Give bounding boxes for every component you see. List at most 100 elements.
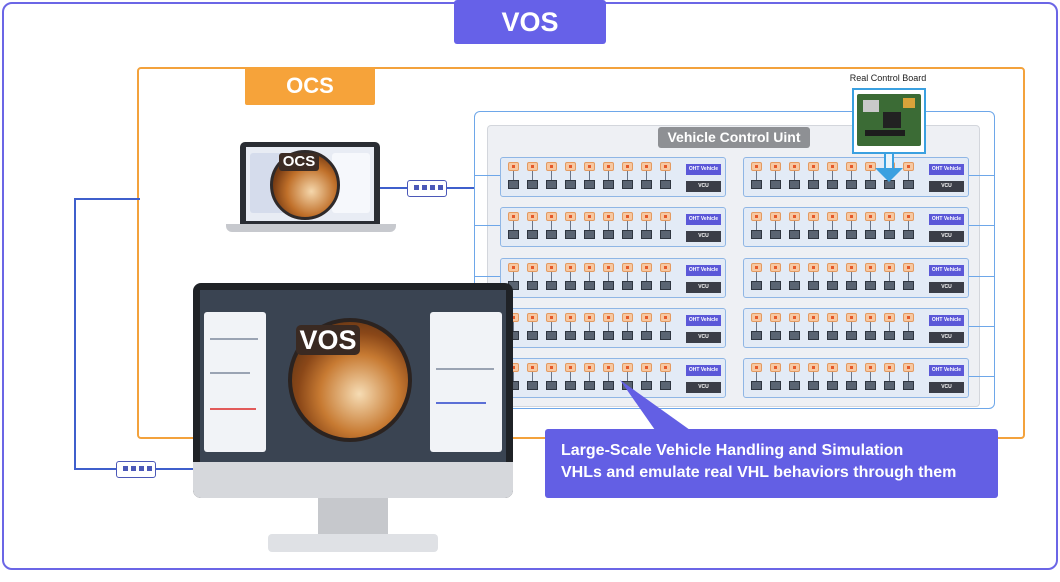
monitor-stand [318,498,388,534]
rack-oht-label: OHT Vehicle [929,365,964,376]
vhl-unit-icon [770,162,781,190]
vhl-unit-icon [751,363,762,391]
control-board-title: Real Control Board [849,73,927,83]
vhl-unit-icon [865,313,876,341]
wire-to-monitor [156,468,196,470]
rack-oht-label: OHT Vehicle [686,214,721,225]
vhl-unit-icon [827,162,838,190]
rack-connector [475,276,500,277]
vcu-title: Vehicle Control Uint [658,127,810,148]
vhl-unit-icon [508,212,519,240]
network-switch-icon [407,180,447,197]
vhl-unit-icon [641,263,652,291]
vhl-unit-icon [770,263,781,291]
rack-vcu-label: VCU [686,282,721,293]
vhl-unit-icon [789,363,800,391]
vhl-unit-icon [808,162,819,190]
vhl-unit-icon [546,263,557,291]
vhl-unit-icon [846,313,857,341]
wire-left-vertical [74,198,76,470]
vhl-unit-icon [603,313,614,341]
vhl-unit-icon [789,212,800,240]
vhl-unit-icon [527,263,538,291]
rack-connector [969,326,994,327]
vhl-unit-icon [546,162,557,190]
vhl-unit-icon [827,363,838,391]
vhl-unit-icon [751,263,762,291]
vhl-unit-icon [546,363,557,391]
vhl-unit-icon [789,162,800,190]
vhl-unit-icon [603,263,614,291]
vhl-unit-icon [622,212,633,240]
vhl-unit-icon [884,212,895,240]
rack-vcu-label: VCU [929,181,964,192]
vhl-unit-icon [751,212,762,240]
vhl-unit-icon [641,313,652,341]
vhl-unit-icon [546,313,557,341]
rack-vcu-label: VCU [686,231,721,242]
vhl-unit-icon [865,363,876,391]
vhl-unit-icon [546,212,557,240]
vhl-unit-icon [584,162,595,190]
vhl-unit-icon [770,313,781,341]
vhl-unit-icon [660,263,671,291]
vhl-unit-icon [827,263,838,291]
vhl-unit-icon [865,263,876,291]
vhl-unit-icon [808,263,819,291]
vhl-unit-icon [641,212,652,240]
rack-vcu-label: VCU [686,382,721,393]
control-board-arrow-head [875,168,903,182]
vhl-unit-icon [903,212,914,240]
rack-vcu-label: VCU [929,282,964,293]
vhl-unit-icon [903,162,914,190]
vcu-outer-frame [474,111,995,409]
control-board-icon [857,94,921,146]
vhl-unit-icon [527,363,538,391]
vhl-unit-icon [903,313,914,341]
laptop-base [226,224,396,232]
vhl-unit-icon [622,263,633,291]
vhl-unit-icon [884,263,895,291]
monitor-chin [193,462,513,498]
vhl-unit-icon [660,313,671,341]
rack-oht-label: OHT Vehicle [686,365,721,376]
vhl-unit-icon [846,263,857,291]
rack-vcu-label: VCU [929,332,964,343]
vhl-unit-icon [865,212,876,240]
vhl-unit-icon [660,212,671,240]
rack-oht-label: OHT Vehicle [929,265,964,276]
vhl-unit-icon [660,162,671,190]
vhl-unit-icon [584,313,595,341]
vos-logo-text: VOS [296,325,360,355]
wire-left-bottom [74,468,116,470]
vhl-unit-icon [865,162,876,190]
wire-switch-vcu [447,187,475,189]
vhl-unit-icon [808,363,819,391]
rack-oht-label: OHT Vehicle [686,164,721,175]
rack-oht-label: OHT Vehicle [686,265,721,276]
vhl-unit-icon [884,363,895,391]
rack-vcu-label: VCU [929,382,964,393]
rack-vcu-label: VCU [929,231,964,242]
vhl-unit-icon [751,162,762,190]
wire-left-top [74,198,140,200]
rack-connector [475,225,500,226]
rack-oht-label: OHT Vehicle [686,315,721,326]
vhl-unit-icon [584,212,595,240]
vhl-unit-icon [884,313,895,341]
ocs-logo-text: OCS [279,153,319,171]
vhl-unit-icon [789,263,800,291]
vhl-unit-icon [603,162,614,190]
rack-connector [969,276,994,277]
vhl-unit-icon [527,212,538,240]
callout-line-1: Large-Scale Vehicle Handling and Simulat… [561,442,904,459]
rack-oht-label: OHT Vehicle [929,214,964,225]
rack-vcu-label: VCU [686,332,721,343]
vhl-unit-icon [565,313,576,341]
vhl-unit-icon [660,363,671,391]
